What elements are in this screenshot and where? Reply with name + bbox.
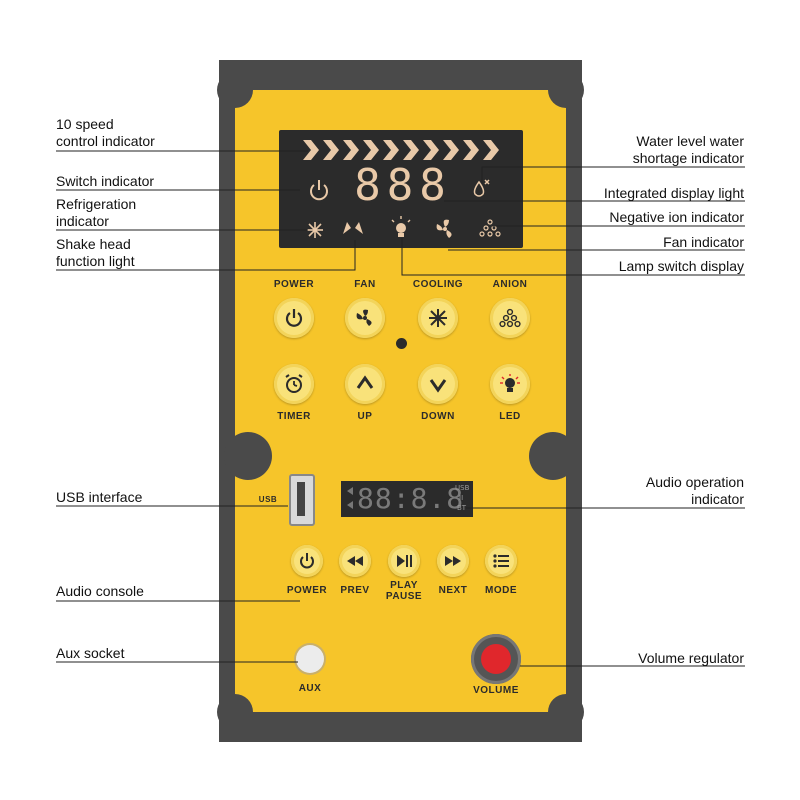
main-display-digits: 888	[354, 160, 452, 211]
anion-icon	[479, 219, 501, 237]
fast-forward-icon	[445, 556, 461, 566]
audio-mode-bt: BT	[457, 504, 467, 512]
prev-label: PREV	[340, 585, 370, 596]
fan-icon	[356, 309, 372, 326]
callout-aux-socket: Aux socket	[56, 645, 125, 661]
callout-usb-interface: USB interface	[56, 489, 143, 505]
display-glyphs	[303, 140, 501, 238]
fan-button[interactable]	[345, 298, 385, 338]
refrigeration-icon	[307, 222, 323, 238]
rewind-icon	[347, 556, 363, 566]
aux-label: AUX	[298, 683, 322, 694]
cooling-label: COOLING	[412, 279, 464, 290]
callout-refrigeration-indicator: Refrigeration indicator	[56, 196, 137, 229]
audio-display: 88:8.8 USB II BT	[341, 481, 473, 517]
usb-port-slot	[297, 482, 305, 516]
down-label: DOWN	[421, 411, 455, 422]
play-pause-button[interactable]	[388, 545, 420, 577]
callout-integrated-display: Integrated display light	[603, 185, 744, 201]
fan-icon	[436, 219, 452, 238]
water-level-icon	[473, 179, 490, 197]
callout-speed-indicator: 10 speed control indicator	[56, 116, 155, 149]
cooling-button[interactable]	[418, 298, 458, 338]
main-display: 888	[279, 130, 523, 248]
audio-power-label: POWER	[286, 585, 328, 596]
aux-socket[interactable]	[296, 645, 324, 673]
callout-fan-indicator: Fan indicator	[663, 234, 744, 250]
mode-button[interactable]	[485, 545, 517, 577]
callout-switch-indicator: Switch indicator	[56, 173, 155, 189]
audio-display-digits: 88:8.8	[357, 482, 465, 515]
audio-mode-pause: II	[459, 494, 464, 502]
mode-label: MODE	[485, 585, 517, 596]
led-button[interactable]	[490, 364, 530, 404]
bulb-icon	[500, 374, 520, 392]
shake-head-icon	[343, 222, 363, 234]
down-button[interactable]	[418, 364, 458, 404]
anion-icon	[499, 308, 521, 328]
callout-negative-ion: Negative ion indicator	[609, 209, 744, 225]
anion-label: ANION	[492, 279, 528, 290]
callout-shake-head: Shake head function light	[56, 236, 135, 269]
power-icon	[285, 309, 303, 327]
callout-lamp-switch: Lamp switch display	[618, 258, 744, 274]
chevron-down-icon	[429, 379, 447, 393]
callout-audio-operation: Audio operation indicator	[645, 474, 744, 507]
timer-button[interactable]	[274, 364, 314, 404]
speed-chevrons	[303, 140, 499, 160]
up-label: UP	[357, 411, 373, 422]
lamp-icon	[391, 216, 411, 237]
switch-indicator-icon	[310, 180, 328, 201]
power-icon	[300, 553, 314, 569]
alarm-clock-icon	[285, 374, 303, 393]
power-label: POWER	[273, 279, 315, 290]
next-button[interactable]	[437, 545, 469, 577]
fan-label: FAN	[354, 279, 376, 290]
audio-display-arrows	[347, 487, 353, 509]
callout-water-level: Water level water shortage indicator	[632, 133, 744, 166]
power-button[interactable]	[274, 298, 314, 338]
audio-power-button[interactable]	[291, 545, 323, 577]
prev-button[interactable]	[339, 545, 371, 577]
next-label: NEXT	[438, 585, 468, 596]
timer-label: TIMER	[277, 411, 311, 422]
callout-audio-console: Audio console	[56, 583, 144, 599]
chevron-up-icon	[356, 375, 374, 389]
anion-button[interactable]	[490, 298, 530, 338]
play-pause-icon	[397, 555, 412, 567]
volume-knob-cap	[481, 644, 511, 674]
usb-port[interactable]	[289, 474, 315, 526]
volume-knob[interactable]	[471, 634, 521, 684]
ir-sensor	[396, 338, 407, 349]
play-pause-label: PLAY PAUSE	[385, 580, 423, 602]
audio-mode-usb: USB	[455, 484, 470, 492]
volume-label: VOLUME	[473, 685, 519, 696]
callout-volume-regulator: Volume regulator	[638, 650, 744, 666]
snowflake-icon	[429, 309, 447, 327]
list-icon	[493, 554, 509, 568]
led-label: LED	[499, 411, 521, 422]
up-button[interactable]	[345, 364, 385, 404]
usb-label: USB	[258, 495, 278, 504]
